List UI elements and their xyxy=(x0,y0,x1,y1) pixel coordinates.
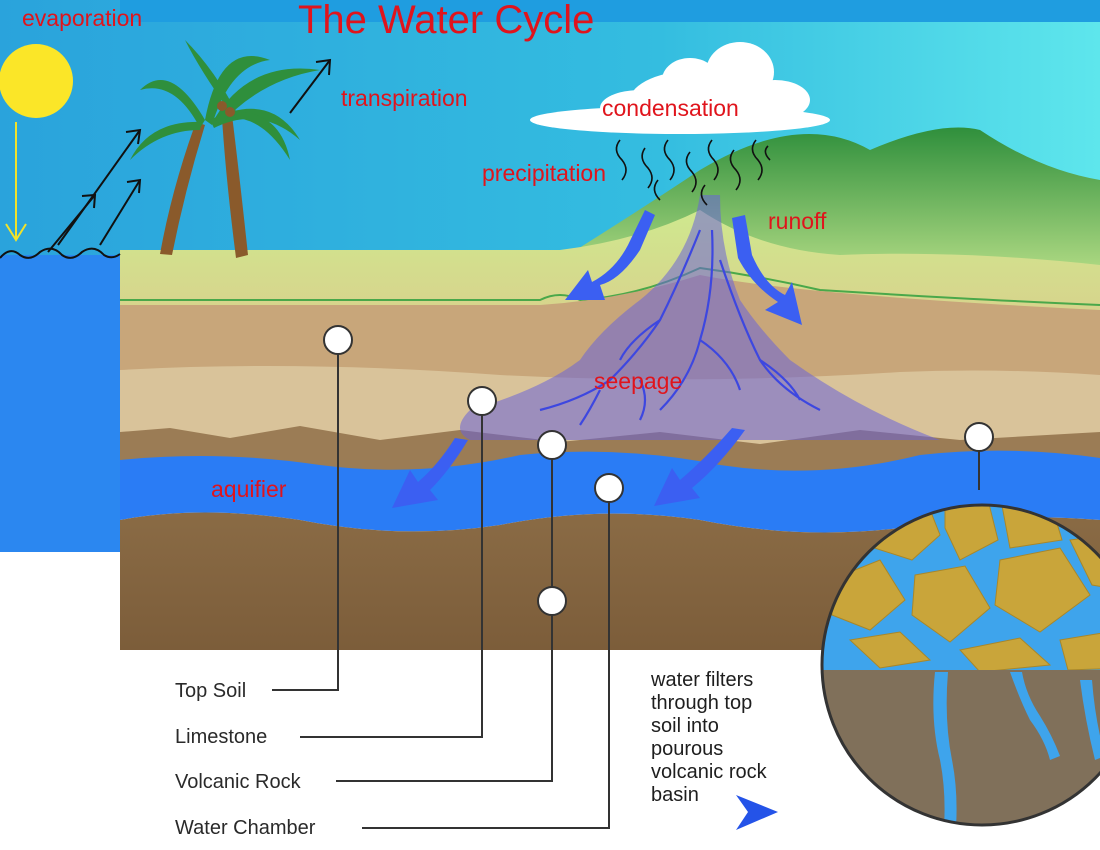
flow-arrows xyxy=(392,210,802,508)
limestone-marker xyxy=(467,386,497,416)
seepage-cracks xyxy=(539,229,821,426)
rain-streaks xyxy=(615,139,771,206)
cloud-icon xyxy=(530,42,830,134)
volcanic-rock-marker xyxy=(537,430,567,460)
evaporation-label: evaporation xyxy=(22,5,142,31)
legend-label-limestone: Limestone xyxy=(175,726,267,748)
legend-label-volcanic-rock: Volcanic Rock xyxy=(175,771,302,793)
legend-label-water-chamber: Water Chamber xyxy=(175,817,316,839)
note-line: volcanic rock xyxy=(651,761,768,783)
note-line: basin xyxy=(651,784,699,806)
transpiration-arrow xyxy=(289,58,332,114)
seepage-label: seepage xyxy=(594,368,682,394)
legend-label-top-soil: Top Soil xyxy=(175,680,246,702)
note-line: through top xyxy=(651,692,752,714)
note-line: pourous xyxy=(651,738,723,760)
aquifier-label: aquifier xyxy=(211,476,287,502)
evaporation-arrows xyxy=(47,128,142,253)
seepage-plume xyxy=(460,195,940,440)
basin-marker xyxy=(964,422,994,452)
legend-leader-lines xyxy=(272,352,980,829)
transpiration-label: transpiration xyxy=(341,85,468,111)
runoff-label: runoff xyxy=(768,208,827,234)
note-arrow-icon xyxy=(736,795,778,830)
top-sky-band xyxy=(120,0,1100,22)
aquifer-arrow-right xyxy=(654,428,745,506)
precipitation-label: precipitation xyxy=(482,160,606,186)
topsoil-marker xyxy=(323,325,353,355)
palm-tree-icon xyxy=(130,40,320,258)
note-line: soil into xyxy=(651,715,719,737)
sun-ray-arrow xyxy=(5,122,27,242)
water-chamber-marker xyxy=(594,473,624,503)
condensation-label: condensation xyxy=(602,95,739,121)
ocean-block xyxy=(0,255,120,552)
sun-icon xyxy=(0,44,73,118)
runoff-arrow-left xyxy=(565,210,655,300)
aquifer-arrow-left xyxy=(392,438,468,508)
runoff-arrow-right xyxy=(732,215,802,325)
diagram-title: The Water Cycle xyxy=(298,0,594,42)
volcanic-rock-marker-lower xyxy=(537,586,567,616)
wave-line xyxy=(0,247,121,259)
note-line: water filters xyxy=(650,669,753,691)
